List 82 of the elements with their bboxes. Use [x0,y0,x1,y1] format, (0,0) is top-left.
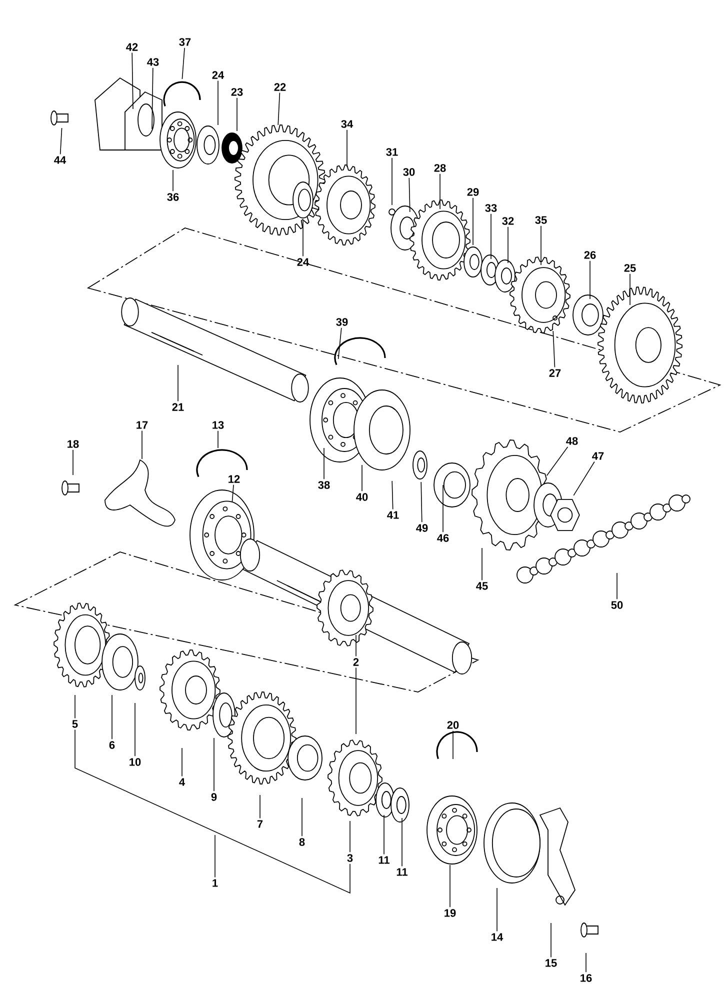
callout-number: 4 [179,778,185,786]
callout-number: 25 [624,264,636,272]
bracket [74,729,350,894]
callout-number: 38 [318,481,330,489]
leader-line [550,922,552,958]
leader-line [392,480,394,510]
callout-number: 28 [434,164,446,172]
leader-line [132,52,134,110]
leader-line [420,482,422,523]
leader-line [573,461,595,496]
callout-number: 22 [274,83,286,91]
callout-number: 32 [502,217,514,225]
callout-number: 6 [109,741,115,749]
callout-number: 17 [136,421,148,429]
leader-line [552,330,556,368]
callout-number: 30 [403,168,415,176]
callout-number: 8 [299,838,305,846]
callout-number: 24 [212,71,224,79]
callout-number: 14 [492,933,504,941]
leader-line [540,225,542,266]
leader-line [346,129,348,168]
callout-number: 27 [549,369,561,377]
callout-number: 19 [444,909,456,917]
leader-line [232,484,234,502]
callout-number: 43 [147,58,159,66]
leader-line [152,67,154,130]
leader-line [214,834,216,878]
callout-number: 11 [396,868,408,876]
callout-number: 16 [580,974,592,982]
leader-line [134,702,136,757]
leader-line [236,97,238,132]
callout-number: 2 [353,658,359,666]
callout-number: 1 [212,879,218,887]
callout-number: 24 [297,258,310,266]
leader-line [472,197,474,246]
callout-number: 7 [257,820,263,828]
leader-line [616,572,618,600]
callout-number: 47 [592,452,604,460]
leader-line [452,730,454,760]
callout-number: 36 [167,193,179,201]
callout-number: 44 [54,156,66,164]
callout-number: 10 [130,758,141,766]
leader-line [172,170,174,192]
callout-number: 33 [485,204,497,212]
callout-number: 12 [228,475,240,483]
callout-number: 11 [378,856,390,864]
leader-line [496,888,498,932]
callout-number: 37 [179,38,191,46]
callout-number: 40 [356,493,368,501]
callout-number: 45 [476,582,488,590]
callout-number: 21 [172,403,184,411]
callout-number: 15 [546,959,557,967]
callout-number: 29 [467,188,479,196]
leader-line [60,128,62,155]
callout-number: 9 [211,793,217,801]
leader-line [278,92,280,126]
callout-number: 42 [126,43,138,51]
callout-number: 39 [336,318,348,326]
callout-number: 48 [566,437,578,445]
callout-number: 5 [72,720,78,728]
callout-number: 50 [611,601,623,609]
leader-line [302,220,304,257]
callout-number: 18 [68,440,79,448]
callout-number: 35 [535,216,547,224]
callout-number: 46 [437,534,449,542]
leader-line [338,327,342,360]
leader-line [74,694,76,719]
callout-number: 34 [341,120,354,128]
leader-line [546,446,568,476]
callout-number: 23 [231,88,243,96]
callout-number: 41 [387,511,399,519]
callout-number: 26 [584,251,596,259]
leader-line [72,449,74,476]
leader-line [408,177,410,212]
callout-number: 20 [447,721,459,729]
leader-line [442,484,444,533]
leader-line [490,213,492,260]
leader-line [182,47,185,80]
callout-number: 3 [347,854,353,862]
callout-number: 31 [386,148,398,156]
callout-number: 49 [416,524,428,532]
callout-number: 13 [212,421,224,429]
